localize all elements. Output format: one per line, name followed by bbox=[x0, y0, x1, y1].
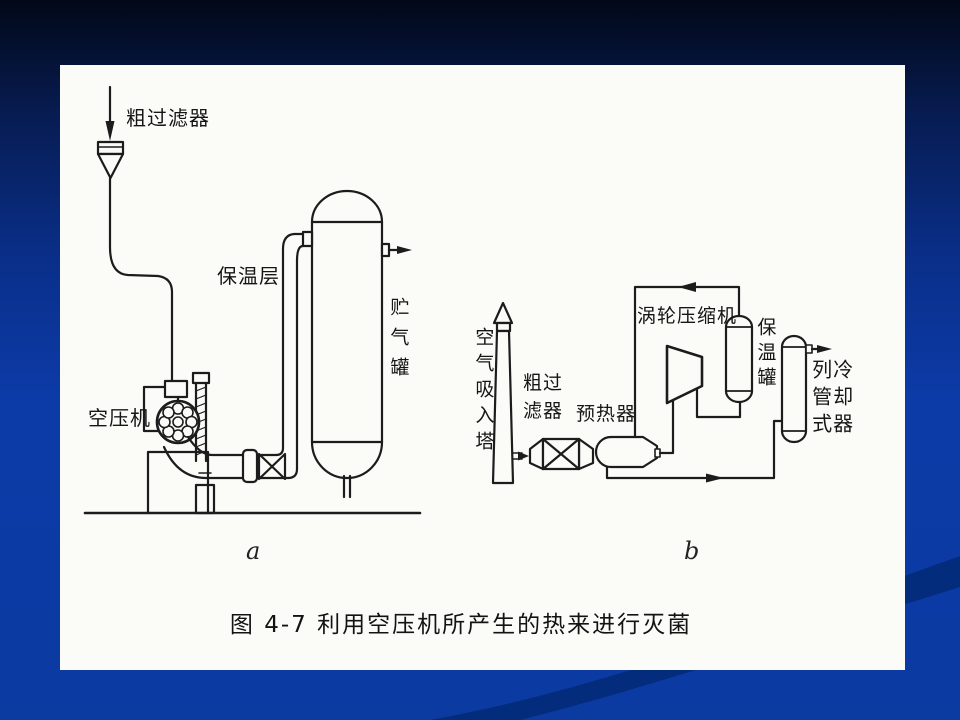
label-tube-cooler-col2: 冷却器 bbox=[829, 359, 854, 440]
label-air-intake-tower: 空气吸入塔 bbox=[472, 327, 495, 457]
tank-outlet-arrow bbox=[387, 246, 412, 254]
label-tube-cooler-col1: 列管式 bbox=[808, 359, 833, 440]
valve-symbol bbox=[241, 448, 287, 484]
label-air-compressor: 空压机 bbox=[88, 406, 151, 430]
figure-caption: 图 4-7 利用空压机所产生的热来进行灭菌 bbox=[229, 612, 693, 638]
insulated-tank-symbol bbox=[724, 314, 754, 404]
sub-label-b: b bbox=[684, 537, 700, 565]
turbo-compressor-symbol bbox=[665, 344, 704, 405]
bottom-arrow-right bbox=[706, 473, 724, 483]
content-panel: 粗过滤器 保温层 空压机 贮气罐 a 空气吸入塔 粗过 滤器 预热器 涡轮压缩机… bbox=[60, 65, 905, 670]
label-turbo-compressor: 涡轮压缩机 bbox=[637, 305, 738, 327]
label-insulated-tank: 保温罐 bbox=[754, 317, 777, 392]
compressor-base bbox=[146, 450, 216, 515]
compressor-symbol bbox=[142, 371, 211, 463]
label-coarse-filter-a: 粗过滤器 bbox=[126, 106, 210, 130]
coarse-filter-symbol bbox=[96, 140, 125, 180]
cooler-outlet-arrow bbox=[810, 345, 832, 353]
discharge-pipe bbox=[162, 232, 305, 480]
tube-cooler-symbol bbox=[780, 334, 813, 444]
figure-artwork bbox=[83, 85, 832, 515]
air-inlet-arrow bbox=[105, 85, 115, 141]
preheater-symbol bbox=[594, 435, 661, 469]
label-coarse-filter-b-line2: 滤器 bbox=[523, 400, 564, 422]
label-gas-storage-tank: 贮气罐 bbox=[387, 297, 410, 387]
label-coarse-filter-b-line1: 粗过 bbox=[523, 372, 564, 394]
label-insulation-layer: 保温层 bbox=[217, 264, 280, 288]
loop-arrow-left bbox=[678, 282, 696, 292]
label-preheater: 预热器 bbox=[576, 403, 637, 425]
tower-outlet-arrow bbox=[512, 451, 529, 461]
storage-tank-symbol bbox=[301, 189, 391, 499]
sub-label-a: a bbox=[246, 537, 261, 565]
inlet-pipe bbox=[108, 176, 174, 385]
air-intake-tower-symbol bbox=[491, 301, 515, 485]
coarse-filter-b-symbol bbox=[528, 437, 595, 471]
